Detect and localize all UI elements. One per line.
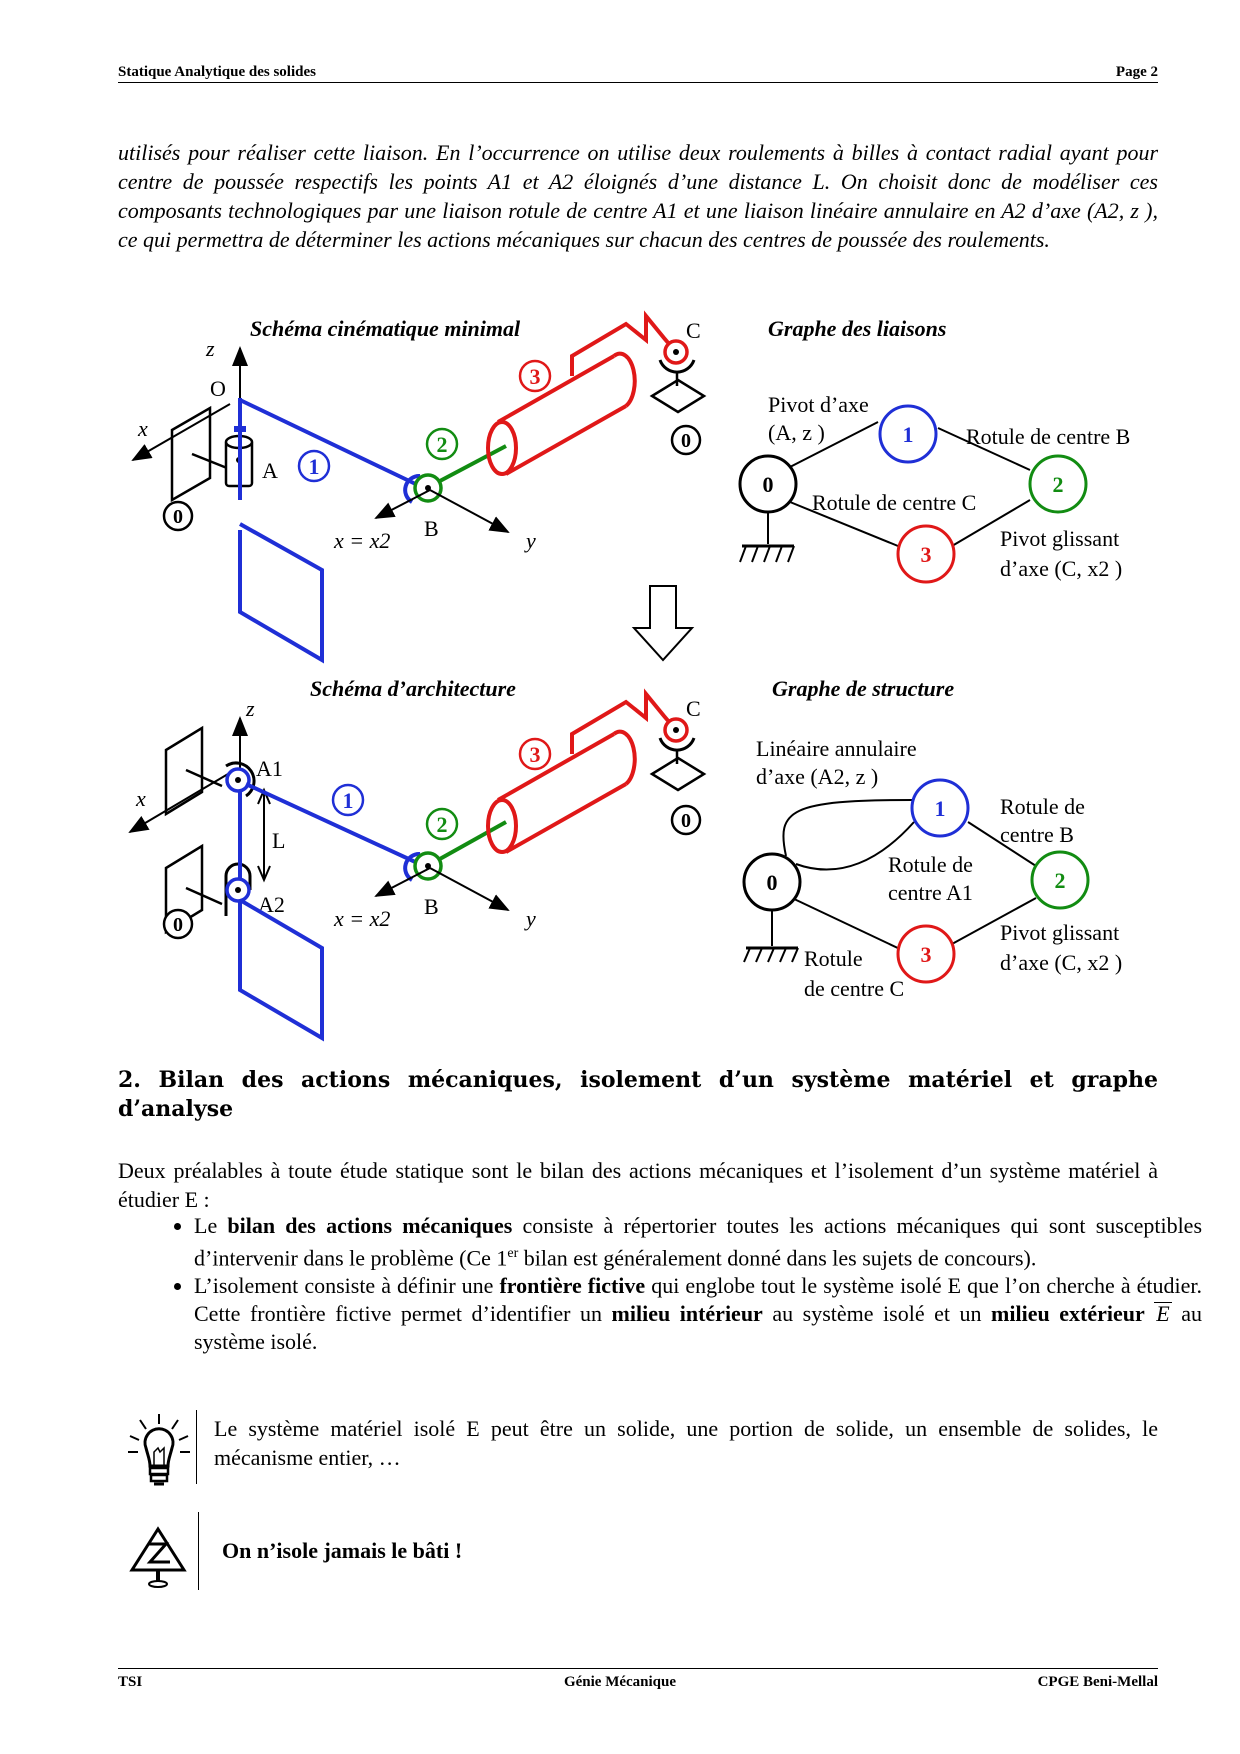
section2-intro: Deux préalables à toute étude statique s… <box>118 1158 1158 1212</box>
g2-node1: 1 <box>935 796 946 821</box>
part3-a: 3 <box>530 364 541 389</box>
g2-lin-l1: Linéaire annulaire <box>756 736 917 761</box>
e-bar: E <box>1154 1301 1172 1327</box>
axis-x-top: x <box>137 416 148 441</box>
bullet-isolement: L’isolement consiste à définir une front… <box>194 1272 1202 1356</box>
part2-b: 2 <box>437 812 448 837</box>
g2-node2: 2 <box>1055 868 1066 893</box>
axis-y-a: y <box>524 528 536 553</box>
point-C-b: C <box>686 696 701 721</box>
footer-left: TSI <box>118 1674 143 1690</box>
axis-z-bot: z <box>245 696 255 721</box>
point-A: A <box>262 458 278 483</box>
kinematic-figure: Schéma cinématique minimal z O x A 0 1 2… <box>128 310 1130 1042</box>
g1-node1: 1 <box>903 422 914 447</box>
g2-rotb-l2: centre B <box>1000 822 1074 847</box>
bullet-bilan: Le bilan des actions mécaniques consiste… <box>194 1212 1202 1272</box>
liaisons-title: Graphe des liaisons <box>768 316 946 341</box>
intro-paragraph: utilisés pour réaliser cette liaison. En… <box>118 140 1158 252</box>
structure-title: Graphe de structure <box>772 676 954 701</box>
g1-pivot-l2: (A, z ) <box>768 420 825 445</box>
warning-rule <box>198 1512 199 1590</box>
footer-rule <box>118 1668 1158 1669</box>
g1-rot-c: Rotule de centre C <box>812 490 976 515</box>
g1-node0: 0 <box>763 472 774 497</box>
point-O: O <box>210 376 226 401</box>
g2-node3: 3 <box>921 942 932 967</box>
g2-pg-l2: d’axe (C, x2 ) <box>1000 950 1122 975</box>
page-number: Page 2 <box>1115 64 1158 80</box>
g2-rota-l2: centre A1 <box>888 880 973 905</box>
footer-center: Génie Mécanique <box>563 1674 677 1690</box>
axis-xeq-b: x = x2 <box>333 906 390 931</box>
warning-sign-icon <box>129 1526 187 1588</box>
g2-rotb-l1: Rotule de <box>1000 794 1085 819</box>
axis-y-b: y <box>524 906 536 931</box>
part0-c: 0 <box>681 430 691 452</box>
part0-a: 0 <box>173 506 183 528</box>
part0-b: 0 <box>173 914 183 936</box>
axis-xeq-a: x = x2 <box>333 528 390 553</box>
g1-pg-l1: Pivot glissant <box>1000 526 1119 551</box>
g1-node3: 3 <box>921 542 932 567</box>
part1-a: 1 <box>309 454 320 479</box>
g1-rot-b: Rotule de centre B <box>966 424 1130 449</box>
transition-arrow <box>631 585 695 662</box>
g2-rotc-l1: Rotule <box>804 946 863 971</box>
point-B-a: B <box>424 516 439 541</box>
part3-b: 3 <box>530 742 541 767</box>
section2-title: 2. Bilan des actions mécaniques, isoleme… <box>118 1067 1158 1122</box>
g1-node2: 2 <box>1053 472 1064 497</box>
header-rule <box>118 82 1158 83</box>
note-rule <box>196 1410 197 1484</box>
g2-rotc-l2: de centre C <box>804 976 904 1001</box>
lightbulb-icon <box>128 1414 190 1486</box>
warning-text: On n’isole jamais le bâti ! <box>222 1538 463 1563</box>
bullet-list: Le bilan des actions mécaniques consiste… <box>150 1212 1202 1356</box>
g2-rota-l1: Rotule de <box>888 852 973 877</box>
kin-title: Schéma cinématique minimal <box>250 316 521 341</box>
header-title: Statique Analytique des solides <box>118 64 316 80</box>
footer-right: CPGE Beni-Mellal <box>1037 1674 1158 1690</box>
point-A1: A1 <box>256 756 283 781</box>
g2-pg-l1: Pivot glissant <box>1000 920 1119 945</box>
g1-pg-l2: d’axe (C, x2 ) <box>1000 556 1122 581</box>
note-text: Le système matériel isolé E peut être un… <box>214 1416 1158 1470</box>
g1-pivot-l1: Pivot d’axe <box>768 392 869 417</box>
arch-title: Schéma d’architecture <box>310 676 516 701</box>
axis-z-top: z <box>205 336 215 361</box>
part0-d: 0 <box>681 810 691 832</box>
g2-lin-l2: d’axe (A2, z ) <box>756 764 878 789</box>
part2-a: 2 <box>437 432 448 457</box>
point-C-a: C <box>686 318 701 343</box>
axis-x-bot: x <box>135 786 146 811</box>
part1-b: 1 <box>343 788 354 813</box>
g2-node0: 0 <box>767 870 778 895</box>
dim-L: L <box>272 828 285 853</box>
point-B-b: B <box>424 894 439 919</box>
